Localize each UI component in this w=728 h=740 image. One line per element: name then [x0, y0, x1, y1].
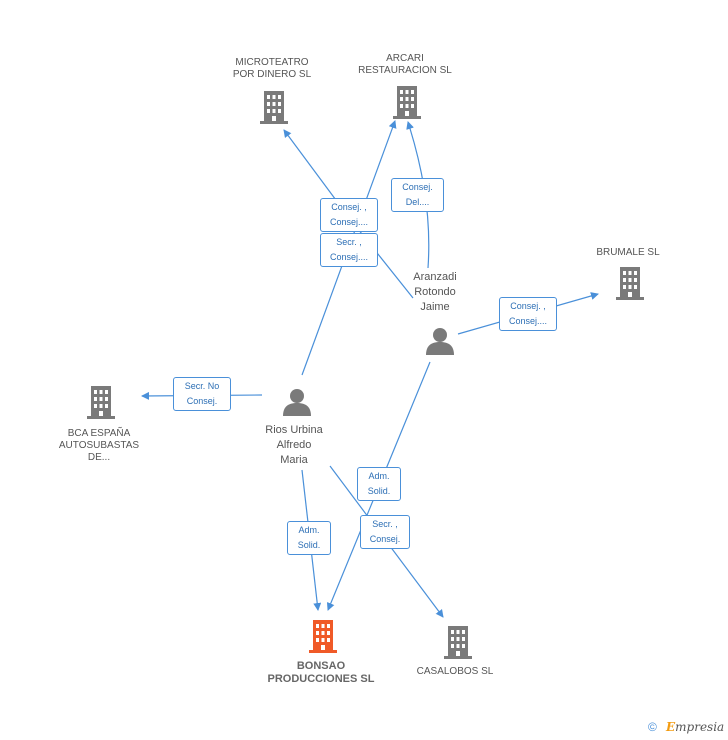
relation-box[interactable]: Consej. , Consej.... [499, 297, 557, 331]
person-icon-rios[interactable] [283, 389, 311, 416]
relation-box[interactable]: Consej. Del.... [391, 178, 444, 212]
relation-box[interactable]: Secr. , Consej. [360, 515, 410, 549]
relation-box[interactable]: Consej. , Consej.... [320, 198, 378, 232]
relation-box[interactable]: Secr. , Consej.... [320, 233, 378, 267]
building-icon-bca[interactable] [87, 386, 115, 419]
company-label-bonsao[interactable]: BONSAO PRODUCCIONES SL [267, 660, 375, 685]
company-label-bca[interactable]: BCA ESPAÑA AUTOSUBASTAS DE... [58, 428, 140, 463]
building-icon-arcari[interactable] [393, 86, 421, 119]
brand-rest: mpresia [675, 720, 725, 734]
person-icon-aranzadi[interactable] [426, 328, 454, 355]
company-label-arcari[interactable]: ARCARI RESTAURACION SL [358, 53, 452, 76]
person-label-aranzadi[interactable]: Aranzadi Rotondo Jaime [413, 271, 457, 313]
relation-box[interactable]: Secr. No Consej. [173, 377, 231, 411]
company-label-casalobos[interactable]: CASALOBOS SL [416, 666, 494, 677]
person-label-rios[interactable]: Rios Urbina Alfredo Maria [265, 424, 323, 466]
building-icon-brumale[interactable] [616, 267, 644, 300]
relation-box[interactable]: Adm. Solid. [287, 521, 331, 555]
building-icon-bonsao[interactable] [309, 620, 337, 653]
relation-box[interactable]: Adm. Solid. [357, 467, 401, 501]
brand-initial: E [666, 720, 676, 734]
company-label-brumale[interactable]: BRUMALE SL [596, 247, 660, 258]
building-icon-casalobos[interactable] [444, 626, 472, 659]
edge-aranzadi-microteatro-tail [349, 218, 414, 299]
empresia-logo[interactable]: Empresia [666, 720, 724, 734]
building-icon-microteatro[interactable] [260, 91, 288, 124]
copyright-symbol: © [648, 720, 657, 734]
company-label-microteatro[interactable]: MICROTEATRO POR DINERO SL [232, 57, 312, 80]
